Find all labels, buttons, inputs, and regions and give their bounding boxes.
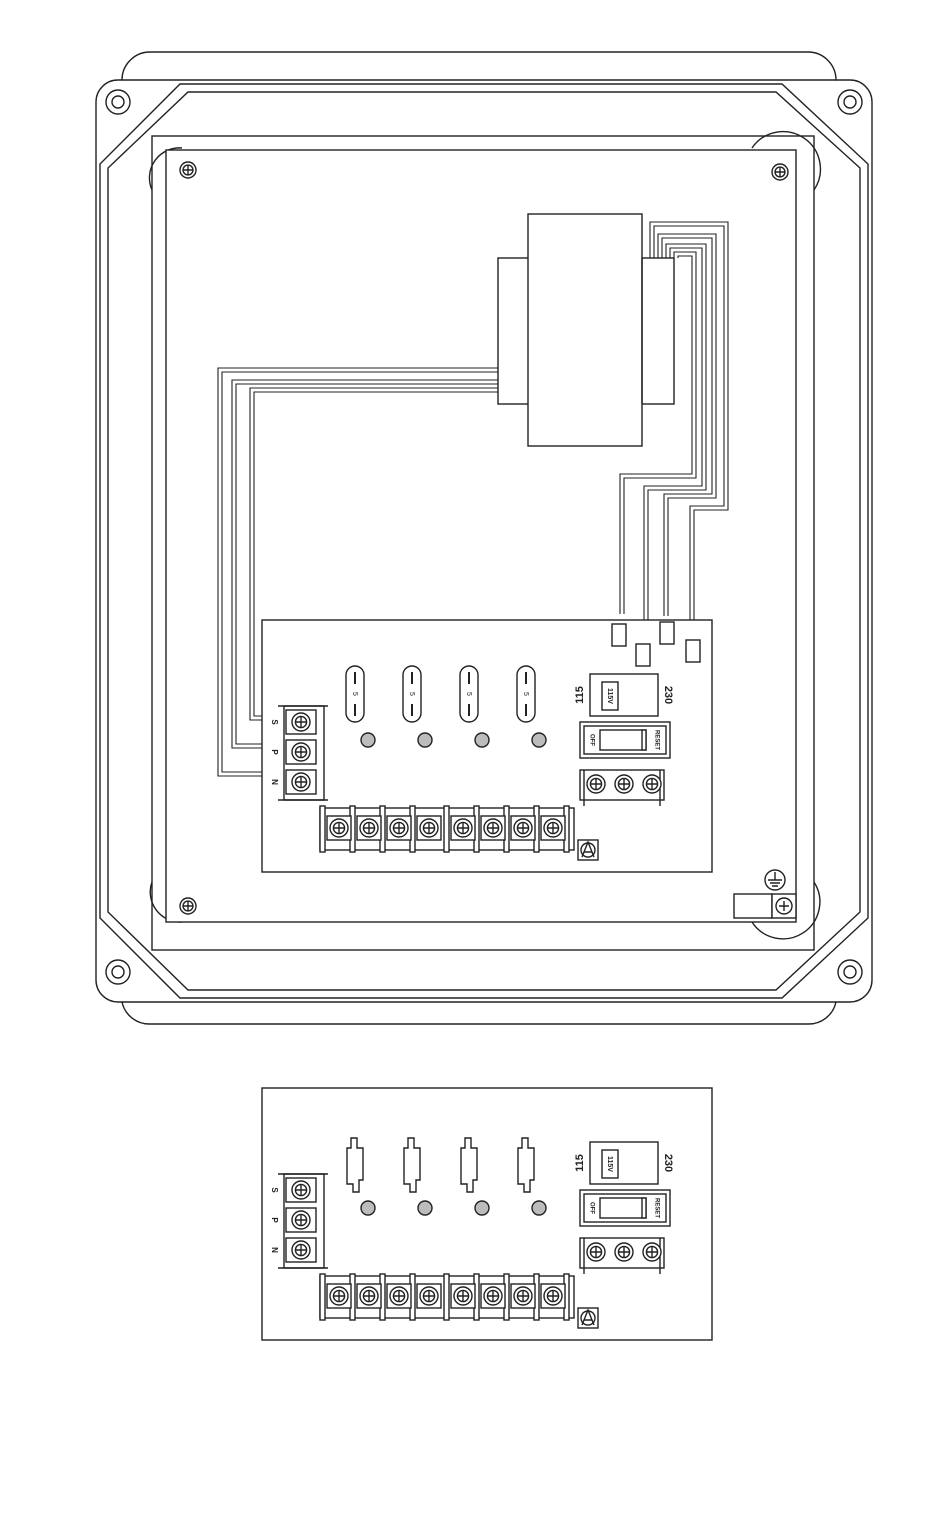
breaker-reset-label: RESET xyxy=(653,730,659,750)
indicator-lamp xyxy=(532,733,546,747)
indicator-lamp xyxy=(418,733,432,747)
indicator-lamp xyxy=(418,1201,432,1215)
spade-connector-2 xyxy=(636,644,650,666)
control-terminal-screw-icon xyxy=(454,819,472,837)
aux-terminal-screw-icon xyxy=(615,775,633,793)
power-terminal-label: S xyxy=(270,719,279,725)
circuit-breaker-toggle xyxy=(600,730,646,750)
fuse: 5 xyxy=(517,666,535,722)
voltage-high-label: 230 xyxy=(662,686,674,704)
control-strip-barrier xyxy=(320,806,325,852)
power-terminal-label: N xyxy=(270,1247,279,1253)
indicator-lamp xyxy=(532,1201,546,1215)
aux-terminal-screw-icon xyxy=(643,775,661,793)
aux-terminal-screw-icon xyxy=(615,1243,633,1261)
indicator-lamp xyxy=(361,733,375,747)
ground-lug-block xyxy=(734,894,772,918)
control-terminal-screw-icon xyxy=(360,1287,378,1305)
panel-screw-icon xyxy=(180,898,196,914)
control-terminal-screw-icon xyxy=(330,1287,348,1305)
fuse: 5 xyxy=(403,666,421,722)
power-terminal-label: P xyxy=(270,749,279,755)
voltage-low-label: 115 xyxy=(574,1154,586,1172)
control-terminal-screw-icon xyxy=(514,1287,532,1305)
circuit-breaker-toggle xyxy=(600,1198,646,1218)
transformer-coil xyxy=(528,214,642,446)
aux-terminal-block xyxy=(580,770,664,806)
voltage-selector-housing xyxy=(590,1142,658,1184)
certification-mark-icon xyxy=(578,1308,598,1328)
control-terminal-screw-icon xyxy=(544,819,562,837)
control-terminal-screw-icon xyxy=(390,819,408,837)
fuse: 5 xyxy=(346,666,364,722)
indicator-lamp xyxy=(475,733,489,747)
breaker-off-label: OFF xyxy=(588,734,594,746)
control-terminal-screw-icon xyxy=(484,819,502,837)
control-strip-barrier xyxy=(444,806,449,852)
certification-mark-icon xyxy=(578,840,598,860)
panel-screw-icon xyxy=(180,162,196,178)
indicator-lamp xyxy=(361,1201,375,1215)
control-terminal-screw-icon xyxy=(484,1287,502,1305)
power-terminal-screw-icon xyxy=(292,713,310,731)
voltage-selector-value: 115V xyxy=(606,1156,613,1172)
power-terminal-screw-icon xyxy=(292,773,310,791)
mounting-hole-br xyxy=(838,960,862,984)
fuse-rating-label: 5 xyxy=(465,692,472,696)
control-terminal-screw-icon xyxy=(514,819,532,837)
voltage-low-label: 115 xyxy=(574,686,586,704)
spade-connector-3 xyxy=(660,622,674,644)
power-terminal-screw-icon xyxy=(292,743,310,761)
spade-connector-4 xyxy=(686,640,700,662)
control-terminal-screw-icon xyxy=(544,1287,562,1305)
power-terminal-screw-icon xyxy=(292,1181,310,1199)
power-terminal-label: S xyxy=(270,1187,279,1193)
aux-terminal-screw-icon xyxy=(587,1243,605,1261)
voltage-selector-value: 115V xyxy=(606,688,613,704)
fuse: 5 xyxy=(460,666,478,722)
circuit-breaker: OFF RESET xyxy=(580,722,670,758)
mounting-hole-bl xyxy=(106,960,130,984)
circuit-breaker: OFF RESET xyxy=(580,1190,670,1226)
voltage-selector-housing xyxy=(590,674,658,716)
breaker-reset-label: RESET xyxy=(653,1198,659,1218)
mounting-hole-tl xyxy=(106,90,130,114)
fuse-rating-label: 5 xyxy=(522,692,529,696)
aux-terminal-screw-icon xyxy=(587,775,605,793)
breaker-off-label: OFF xyxy=(588,1202,594,1214)
power-terminal-label: N xyxy=(270,779,279,785)
fuse-rating-label: 5 xyxy=(408,692,415,696)
control-terminal-screw-icon xyxy=(420,819,438,837)
power-terminal-screw-icon xyxy=(292,1211,310,1229)
control-terminal-screw-icon xyxy=(390,1287,408,1305)
power-terminal-screw-icon xyxy=(292,1241,310,1259)
control-terminal-screw-icon xyxy=(330,819,348,837)
control-terminal-strip xyxy=(320,1274,574,1320)
spade-connector-1 xyxy=(612,624,626,646)
panel-screw-icon xyxy=(772,164,788,180)
mounting-hole-tr xyxy=(838,90,862,114)
power-terminal-label: P xyxy=(270,1217,279,1223)
voltage-high-label: 230 xyxy=(662,1154,674,1172)
aux-terminal-screw-icon xyxy=(643,1243,661,1261)
indicator-lamp xyxy=(475,1201,489,1215)
control-terminal-screw-icon xyxy=(420,1287,438,1305)
control-terminal-screw-icon xyxy=(454,1287,472,1305)
aux-terminal-block xyxy=(580,1238,664,1274)
control-terminal-strip xyxy=(320,806,574,852)
control-terminal-screw-icon xyxy=(360,819,378,837)
control-strip-barrier xyxy=(320,1274,325,1320)
control-strip-barrier xyxy=(444,1274,449,1320)
fuse-rating-label: 5 xyxy=(351,692,358,696)
